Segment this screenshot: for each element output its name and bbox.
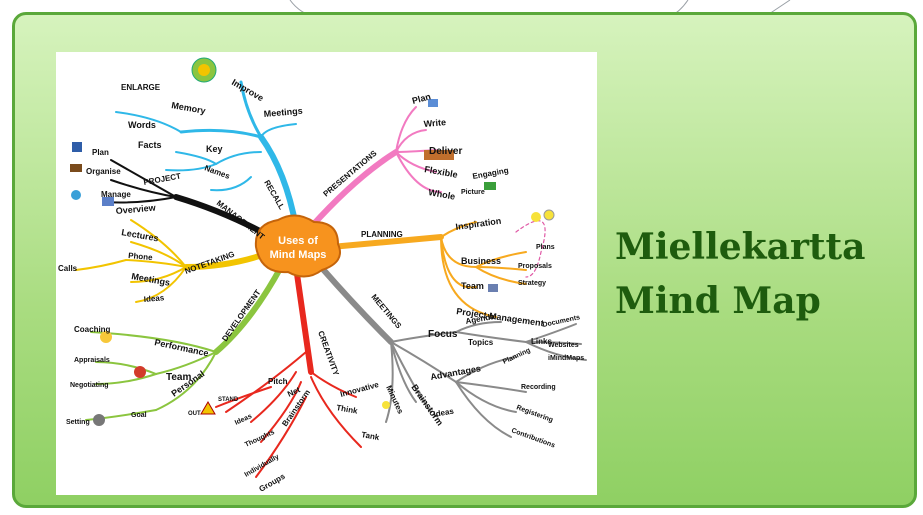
title-block: Miellekartta Mind Map (615, 220, 915, 328)
node-label-team-dev: Team (166, 372, 191, 383)
node-label-whole: Whole (428, 187, 456, 202)
node-label-overview: Overview (115, 202, 157, 216)
node-label-websites: Websites (548, 342, 579, 349)
node-label-enlarge: ENLARGE (121, 83, 161, 92)
node-label-memory: Memory (171, 100, 207, 116)
node-label-plan-pres: Plan (411, 91, 432, 106)
node-label-out: OUT (188, 411, 201, 417)
mind-map-diagram: Uses of Mind Maps ENLARGEImproveMemoryMe… (58, 57, 587, 494)
node-label-deliver: Deliver (429, 146, 462, 157)
node-label-ideas-meet: Ideas (433, 406, 455, 419)
node-label-performance: Performance (154, 337, 210, 358)
node-label-appraisals: Appraisals (74, 357, 110, 364)
decorative-icons (70, 57, 555, 426)
node-label-think: Think (336, 403, 359, 416)
node-label-creativity: CREATIVITY (316, 330, 341, 378)
node-label-stand: STAND (218, 397, 239, 403)
branch-creativity (293, 264, 314, 375)
node-label-lectures: Lectures (121, 227, 160, 243)
node-label-meetings-note: Meetings (131, 271, 171, 288)
node-label-key: Key (206, 144, 223, 154)
center-title-line1: Uses of (278, 235, 318, 247)
node-label-project: PROJECT (143, 172, 182, 187)
node-label-links: Links (531, 337, 552, 346)
node-label-names: Names (203, 163, 231, 181)
node-label-engaging: Engaging (472, 166, 510, 181)
node-label-focus: Focus (428, 329, 458, 340)
node-label-goal: Goal (131, 412, 147, 419)
node-label-pitch: Pitch (268, 377, 288, 386)
node-label-imindmaps: iMindMaps (548, 355, 584, 362)
node-label-meetings-recall: Meetings (263, 106, 303, 119)
node-label-tank: Tank (361, 430, 381, 442)
slide-title-line1: Miellekartta (615, 226, 866, 268)
node-label-contributions: Contributions (510, 427, 556, 449)
node-label-ideas-cre: Ideas (234, 413, 253, 427)
node-label-planning: PLANNING (361, 230, 403, 239)
node-label-flexible: Flexible (424, 164, 459, 180)
node-label-write: Write (423, 117, 446, 129)
node-label-innovative: Innovative (339, 380, 380, 399)
branch-meetings (318, 264, 394, 345)
center-node: Uses of Mind Maps (254, 214, 341, 278)
node-label-minutes: Minutes (384, 384, 405, 416)
node-label-business: Business (461, 256, 501, 266)
node-label-organise: Organise (86, 167, 121, 176)
node-label-development: DEVELOPMENT (220, 288, 262, 343)
branch-presentations (308, 149, 399, 230)
center-title-line2: Mind Maps (270, 249, 327, 261)
node-label-picture: Picture (461, 189, 485, 196)
node-label-strategy: Strategy (518, 280, 546, 287)
node-label-brainstorm-meet: Brainstorm (409, 382, 445, 427)
node-label-improve: Improve (230, 77, 265, 103)
node-label-team-plan: Team (461, 281, 484, 291)
dashed-link (515, 220, 546, 278)
node-label-inspiration: Inspiration (455, 216, 502, 232)
node-label-coaching: Coaching (74, 325, 111, 334)
node-label-management: MANAGEMENT (215, 198, 267, 241)
node-label-groups: Groups (258, 471, 288, 493)
node-label-facts: Facts (138, 140, 162, 150)
node-label-calls: Calls (58, 264, 78, 273)
slide-title-line2: Mind Map (615, 280, 821, 322)
branch-development (213, 264, 284, 355)
node-label-negotiating: Negotiating (70, 382, 109, 389)
node-label-manage: Manage (101, 190, 131, 199)
node-label-topics: Topics (468, 338, 494, 347)
node-label-ideas-note: Ideas (143, 293, 165, 304)
node-label-registering: Registering (515, 404, 554, 424)
node-label-documents: Documents (542, 314, 581, 329)
node-label-thoughts: Thoughts (244, 429, 276, 449)
branch-planning (328, 234, 444, 250)
node-label-words: Words (128, 120, 156, 130)
node-label-phone: Phone (128, 251, 154, 262)
node-label-recording: Recording (521, 384, 556, 391)
node-label-setting: Setting (66, 419, 90, 426)
node-label-plans: Plans (536, 244, 555, 251)
node-label-advantages: Advantages (430, 363, 482, 382)
node-label-planning-adv: Planning (502, 347, 532, 366)
node-label-plan-pm: Plan (92, 148, 109, 157)
node-label-proposals: Proposals (518, 263, 552, 270)
